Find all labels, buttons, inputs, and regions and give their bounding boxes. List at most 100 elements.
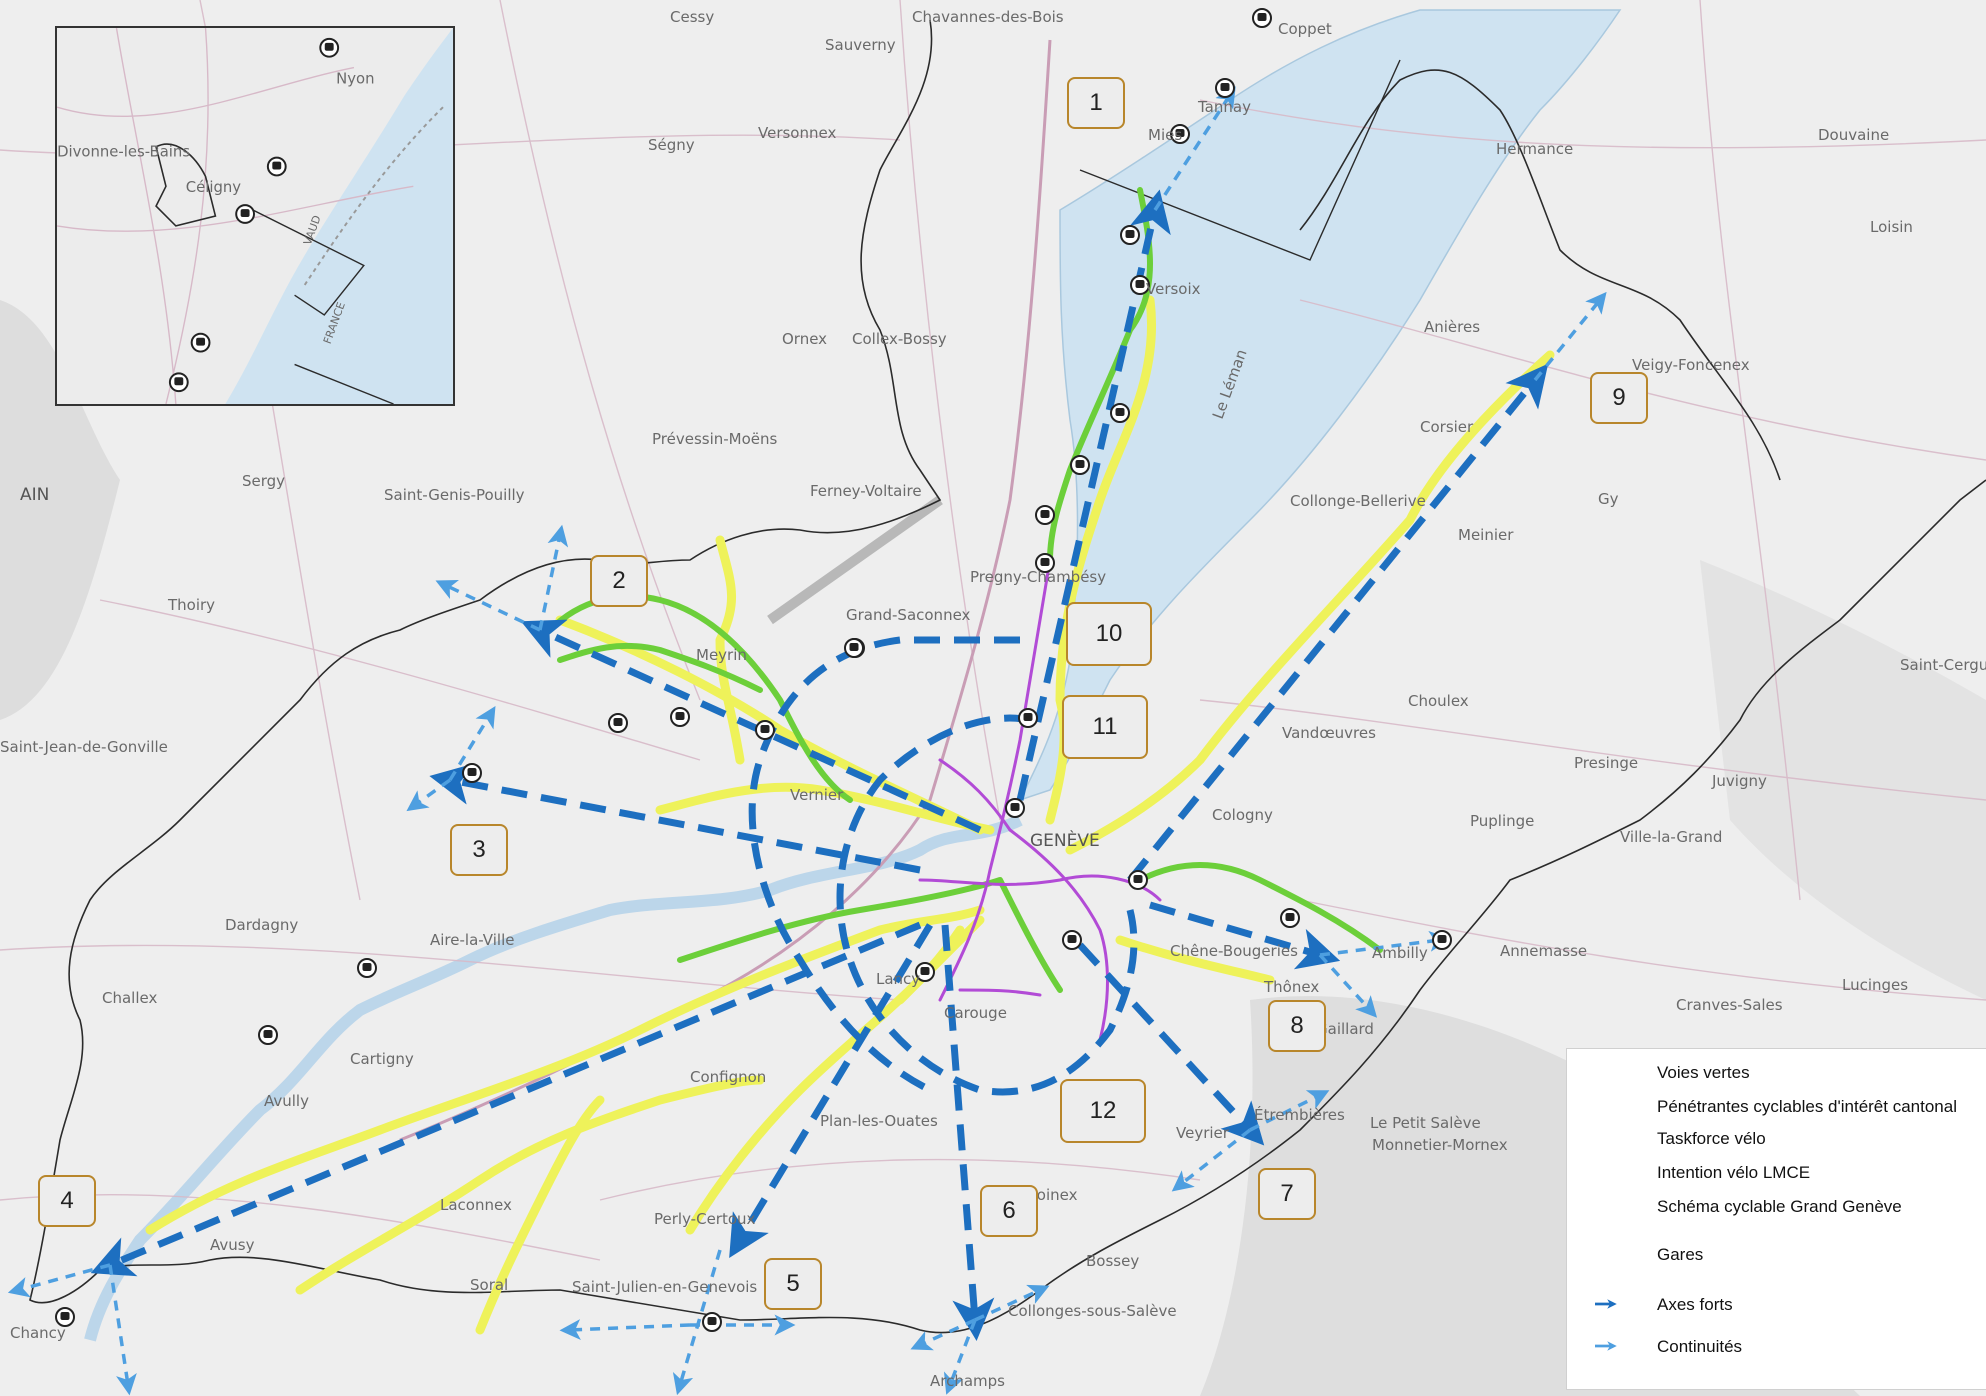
place-label: Chêne-Bougeries [1170, 942, 1298, 960]
place-label: Coppet [1278, 20, 1332, 38]
legend-label: Axes forts [1657, 1295, 1733, 1314]
inset-map: Nyon Divonne-les-Bains Céligny VAUD FRAN… [55, 26, 455, 406]
place-label: Gaillard [1316, 1020, 1374, 1038]
penetrante-route-meyrin [555, 615, 985, 835]
axe-fort-7 [1077, 942, 1265, 1146]
continuites [7, 86, 1607, 1396]
place-label: Le Petit Salève [1370, 1114, 1481, 1132]
place-label: Versonnex [758, 124, 836, 142]
continuite-5a [559, 1319, 691, 1341]
place-label: AIN [20, 485, 49, 505]
place-label: Aire-la-Ville [430, 931, 514, 949]
place-label: Douvaine [1818, 126, 1889, 144]
rhone-river [84, 814, 1023, 1342]
train-station-icon [670, 707, 690, 727]
train-station-icon [1252, 8, 1272, 28]
axe-fort-arrow-icon [1595, 1299, 1617, 1309]
continuite-arrow-icon [1595, 1341, 1617, 1351]
place-label: Chavannes-des-Bois [912, 8, 1064, 26]
penetrante-route-chancy [145, 905, 985, 1235]
place-label: Versoix [1146, 280, 1201, 298]
place-label: Annemasse [1500, 942, 1587, 960]
train-station-icon [357, 958, 377, 978]
callout-12: 12 [1060, 1079, 1146, 1143]
inset-lake-border-2 [294, 363, 394, 404]
legend-item-voies-vertes: Voies vertes [1567, 1059, 1986, 1089]
place-label: Archamps [930, 1372, 1005, 1390]
place-label: Sergy [242, 472, 285, 490]
axe-fort-6 [941, 924, 995, 1341]
callout-3: 3 [450, 824, 508, 876]
place-label: Meyrin [696, 646, 747, 664]
place-label: Juvigny [1711, 772, 1767, 790]
penetrante-route-laconnex [475, 1095, 605, 1335]
place-label: Lancy [876, 970, 920, 988]
legend-item-penetrantes: Pénétrantes cyclables d'intérêt cantonal [1567, 1093, 1986, 1123]
penetrante-route-thonex [1115, 935, 1275, 985]
train-station-icon [235, 204, 255, 224]
train-station-icon [915, 962, 935, 982]
callout-6: 6 [980, 1185, 1038, 1237]
place-label: GENÈVE [1030, 829, 1100, 851]
train-station-icon [1005, 798, 1025, 818]
place-label: Saint-Julien-en-Genevois [572, 1278, 757, 1296]
place-label: Saint-Genis-Pouilly [384, 486, 525, 504]
place-label: Thônex [1263, 978, 1319, 996]
place-label: Collonges-sous-Salève [1008, 1302, 1177, 1320]
train-station-icon [1035, 505, 1055, 525]
legend-item-gares: Gares [1567, 1241, 1986, 1271]
legend-item-intention: Intention vélo LMCE [1567, 1159, 1986, 1189]
continuite-6b [974, 1284, 1050, 1322]
continuite-8a [1319, 930, 1451, 957]
train-station-icon [755, 720, 775, 740]
legend-label: Taskforce vélo [1657, 1129, 1766, 1148]
callout-2: 2 [590, 555, 648, 607]
legend-label: Pénétrantes cyclables d'intérêt cantonal [1657, 1097, 1957, 1116]
place-label: Veigy-Foncenex [1632, 356, 1750, 374]
legend-label: Gares [1657, 1245, 1704, 1264]
place-label: Laconnex [440, 1196, 512, 1214]
place-label: Collonge-Bellerive [1290, 492, 1426, 510]
callout-7: 7 [1258, 1168, 1316, 1220]
place-label: Chancy [10, 1324, 66, 1342]
place-label: Vernier [790, 786, 844, 804]
continuite-7a [1171, 1128, 1252, 1192]
place-label: Corsier [1420, 418, 1474, 436]
place-label: Mies [1148, 126, 1182, 144]
axe-fort-8 [1149, 901, 1341, 970]
callout-11: 11 [1062, 695, 1148, 759]
place-label: Prévessin-Moëns [652, 430, 778, 448]
callout-4: 4 [38, 1175, 96, 1227]
place-label: Ambilly [1372, 944, 1428, 962]
train-station-icon [319, 37, 340, 58]
place-label: Dardagny [225, 916, 298, 934]
train-station-icon [190, 332, 211, 353]
train-station-icon [1070, 455, 1090, 475]
place-label: Divonne-les-Bains [57, 144, 190, 161]
place-label: Veyrier [1176, 1124, 1230, 1142]
place-label: Nyon [336, 70, 374, 87]
inset-lake [225, 28, 453, 404]
legend-label: Schéma cyclable Grand Genève [1657, 1197, 1902, 1216]
place-labels: Cessy Chavannes-des-Bois Coppet Sauverny… [0, 8, 1986, 1390]
penetrante-route-soral [295, 1075, 765, 1295]
place-label: Tannay [1197, 98, 1251, 116]
place-label: Collex-Bossy [852, 330, 947, 348]
axe-fort-9 [1127, 363, 1549, 883]
axe-fort-4 [90, 921, 922, 1277]
continuite-1 [1153, 86, 1236, 211]
train-station-icon [1035, 553, 1055, 573]
train-station-icon [1110, 403, 1130, 423]
callout-8: 8 [1268, 1000, 1326, 1052]
place-label: Grand-Saconnex [846, 606, 971, 624]
legend-item-schema: Schéma cyclable Grand Genève [1567, 1193, 1986, 1223]
continuite-2b [538, 524, 569, 631]
train-station-icon [1128, 870, 1148, 890]
place-label: Confignon [690, 1068, 766, 1086]
ceinture-outer-ring [748, 636, 1020, 1094]
place-label: Loisin [1870, 218, 1913, 236]
penetrante-route-vernier [655, 782, 995, 835]
place-label: Presinge [1574, 754, 1638, 772]
train-station-icon [168, 372, 189, 393]
